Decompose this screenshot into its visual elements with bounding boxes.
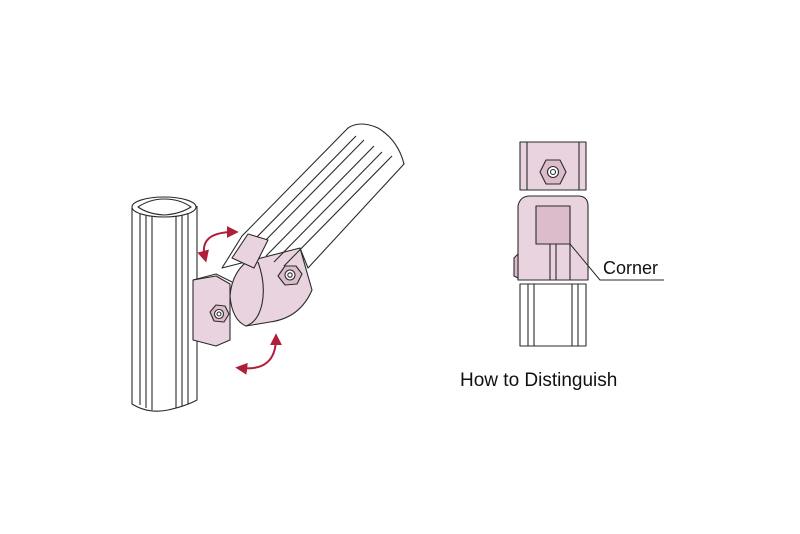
corner-leader-line [569,243,664,281]
right-front-view [513,141,664,347]
rotate-arrow-upper-icon [197,226,239,263]
top-clamp [519,141,587,191]
angled-pipe [221,123,405,269]
middle-joint [513,195,589,281]
left-assembly [131,123,405,412]
pipe-clamp [192,273,233,347]
bottom-pipe [519,283,587,347]
corner-label: Corner [603,258,659,278]
elbow-joint [229,247,313,327]
vertical-pipe [131,196,198,412]
rotate-arrow-lower-icon [235,333,282,375]
diagram-caption: How to Distinguish [460,370,618,391]
